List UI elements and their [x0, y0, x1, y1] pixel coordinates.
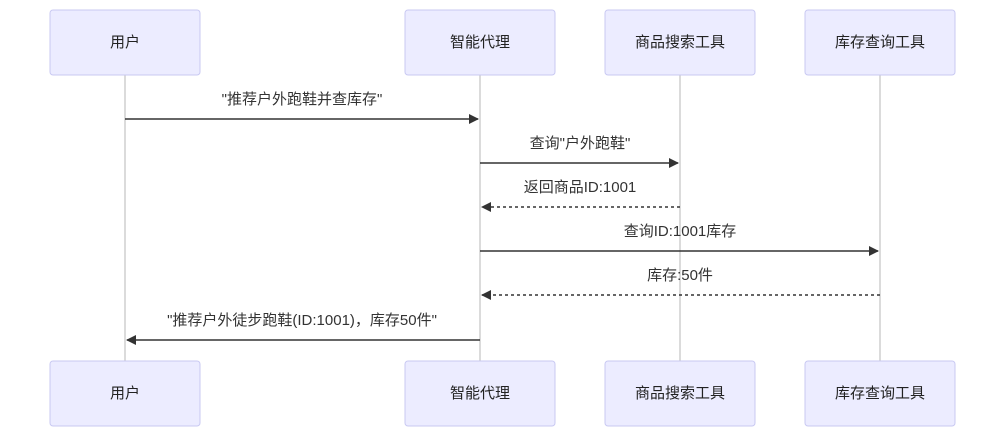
message-4-label: 查询ID:1001库存: [624, 223, 737, 240]
actor-bottom-user-label: 用户: [110, 385, 140, 402]
actor-top-user: 用户: [49, 9, 201, 76]
actor-top-agent-label: 智能代理: [450, 33, 510, 51]
message-1-label: "推荐户外跑鞋并查库存": [222, 91, 383, 108]
message-3: 返回商品ID:1001: [481, 179, 680, 212]
actor-bottom-user: 用户: [49, 360, 201, 427]
actor-top-inventory-tool: 库存查询工具: [804, 9, 956, 76]
actor-bottom-agent: 智能代理: [404, 360, 556, 427]
message-6-label: "推荐户外徒步跑鞋(ID:1001)，库存50件": [167, 312, 437, 329]
actor-bottom-search-tool-label: 商品搜索工具: [635, 385, 725, 402]
actor-top-user-label: 用户: [110, 34, 140, 51]
actor-bottom-inventory-tool-label: 库存查询工具: [835, 385, 925, 402]
actor-bottom-agent-label: 智能代理: [450, 384, 510, 402]
message-4: 查询ID:1001库存: [480, 223, 879, 256]
message-1: "推荐户外跑鞋并查库存": [125, 91, 479, 124]
message-2-label: 查询"户外跑鞋": [530, 135, 631, 152]
message-5: 库存:50件: [481, 267, 880, 300]
message-2: 查询"户外跑鞋": [480, 135, 679, 168]
message-3-label: 返回商品ID:1001: [524, 179, 637, 196]
message-5-label: 库存:50件: [647, 267, 713, 284]
actor-top-inventory-tool-label: 库存查询工具: [835, 34, 925, 51]
actor-bottom-inventory-tool: 库存查询工具: [804, 360, 956, 427]
actor-top-search-tool-label: 商品搜索工具: [635, 34, 725, 51]
message-6: "推荐户外徒步跑鞋(ID:1001)，库存50件": [126, 312, 480, 345]
actor-top-agent: 智能代理: [404, 9, 556, 76]
actor-top-search-tool: 商品搜索工具: [604, 9, 756, 76]
actor-bottom-search-tool: 商品搜索工具: [604, 360, 756, 427]
